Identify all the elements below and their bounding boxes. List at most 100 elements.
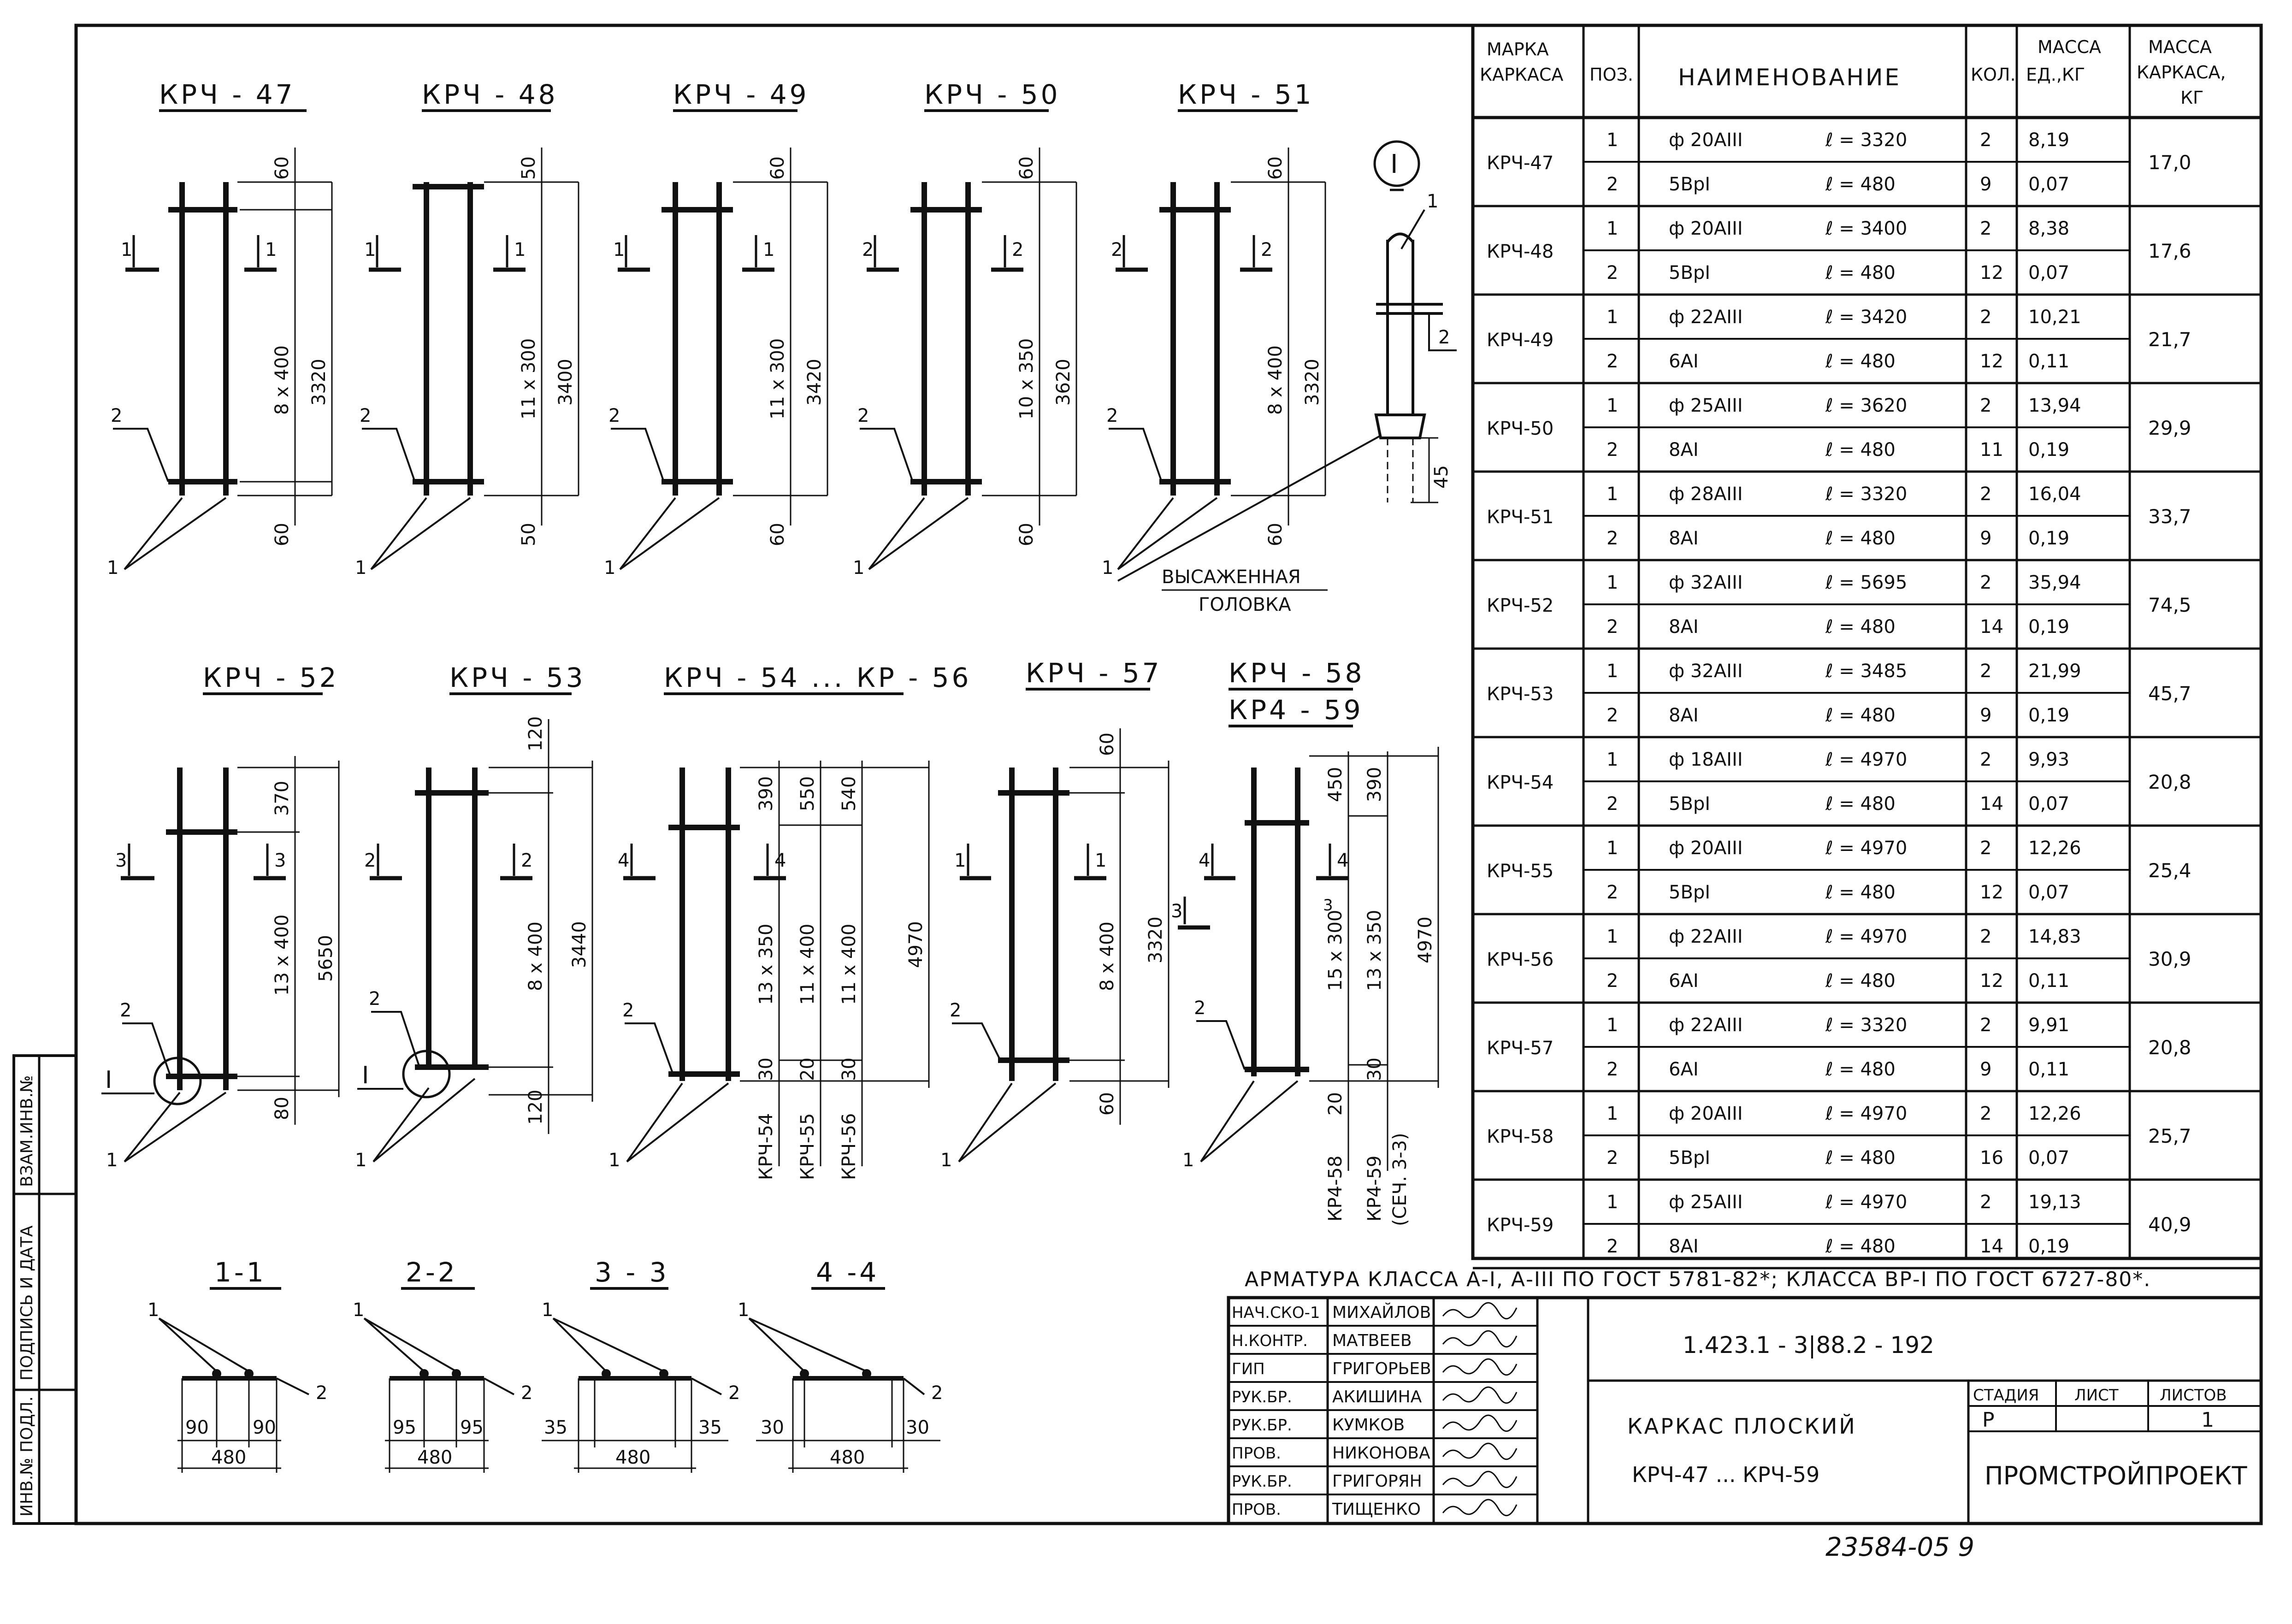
spec-pos: 1 — [1607, 1015, 1618, 1036]
spec-qty: 12 — [1980, 262, 2003, 283]
frame-krch-54-56: КРЧ - 54 ... КР - 56 390 550 540 13 x 35… — [608, 662, 969, 1180]
frame-mark: КРЧ - 53 — [449, 662, 586, 693]
section-mark-left: 1 — [954, 850, 966, 871]
spec-unit-mass: 0,19 — [2028, 616, 2069, 638]
spec-qty: 16 — [1980, 1147, 2003, 1169]
spec-pos: 2 — [1607, 705, 1618, 726]
frame-krch-48: КРЧ - 48 50 11 x 300 3400 50 1 1 2 1 — [355, 79, 579, 579]
spec-table: МАРКА КАРКАСА ПОЗ. НАИМЕНОВАНИЕ КОЛ. МАС… — [1471, 24, 2263, 1270]
dim-total: 4970 — [905, 921, 927, 968]
section-dim-right: 35 — [698, 1417, 722, 1438]
pos-label-1: 1 — [107, 557, 118, 579]
hdr-mark-1: МАРКА — [1487, 39, 1549, 59]
hdr-mass-frame-2: КАРКАСА, — [2137, 62, 2226, 83]
spec-mark: КРЧ-55 — [1487, 861, 1554, 882]
detail-mark: I — [1390, 149, 1398, 179]
stage-value: Р — [1982, 1408, 1995, 1432]
spec-mark: КРЧ-49 — [1487, 330, 1554, 351]
dim-top: 60 — [1016, 156, 1037, 180]
spec-unit-mass: 0,11 — [2028, 351, 2069, 372]
spec-length: ℓ = 480 — [1825, 882, 1896, 903]
hdr-qty: КОЛ. — [1971, 65, 2016, 85]
spec-length: ℓ = 3320 — [1825, 1015, 1907, 1036]
section-mark-right: 4 — [1337, 850, 1348, 871]
pos-label-2: 2 — [369, 988, 380, 1010]
spec-length: ℓ = 480 — [1825, 1147, 1896, 1169]
spec-unit-mass: 0,19 — [2028, 439, 2069, 461]
frame-mark: КРЧ - 52 — [203, 662, 339, 693]
signer-name: ТИЩЕНКО — [1332, 1500, 1421, 1519]
signer-role: ПРОВ. — [1232, 1500, 1281, 1519]
section-dim-right: 30 — [906, 1417, 929, 1438]
sheet-label: ЛИСТ — [2074, 1386, 2119, 1405]
section-mark-left: 1 — [613, 239, 625, 260]
pos-label-1: 1 — [355, 557, 366, 579]
section-mark-right: 2 — [1012, 239, 1023, 260]
sub-label-54: КРЧ-54 — [756, 1113, 777, 1180]
spec-bar: ф 25АIII — [1669, 1192, 1743, 1213]
signer-role: РУК.БР. — [1232, 1416, 1292, 1435]
dim-total: 5650 — [315, 935, 337, 982]
spec-qty: 9 — [1980, 1059, 1991, 1080]
dim-mid: 10 x 350 — [1016, 338, 1037, 419]
section-mark-left: 3 — [115, 850, 127, 871]
spec-qty: 2 — [1980, 130, 1991, 151]
dim-bot: 60 — [272, 523, 293, 546]
section-dim-total: 480 — [211, 1447, 246, 1468]
sheets-value: 1 — [2201, 1408, 2214, 1432]
frame-mark: КРЧ - 57 — [1026, 657, 1162, 689]
signature — [1442, 1499, 1518, 1517]
pos-label-2: 2 — [608, 405, 620, 426]
pos-1: 1 — [148, 1299, 159, 1321]
dim-top-54: 390 — [756, 776, 777, 811]
dim-top: 50 — [518, 156, 539, 180]
spec-unit-mass: 0,19 — [2028, 528, 2069, 549]
spec-qty: 2 — [1980, 661, 1991, 682]
dim-bot-54: 30 — [756, 1057, 777, 1081]
section-3-3: 3 - 3 1 2 35 35 480 — [542, 1257, 740, 1473]
sections: 1-1 1 2 90 90 480 2-2 1 — [148, 1257, 943, 1473]
sub-label-58: КР4-58 — [1325, 1156, 1346, 1222]
spec-mark: КРЧ-57 — [1487, 1038, 1554, 1059]
pos-label-2: 2 — [111, 405, 122, 426]
dim-top: 60 — [767, 156, 788, 180]
spec-qty: 11 — [1980, 439, 2003, 461]
spec-qty: 9 — [1980, 528, 1991, 549]
spec-pos: 1 — [1607, 1103, 1618, 1124]
spec-mark: КРЧ-56 — [1487, 949, 1554, 970]
dim-mid-55: 11 x 400 — [797, 924, 818, 1005]
spec-length: ℓ = 480 — [1825, 1059, 1896, 1080]
dim-total: 3440 — [569, 921, 590, 968]
spec-bar: ф 18АIII — [1669, 749, 1743, 770]
spec-length: ℓ = 480 — [1825, 705, 1896, 726]
spec-length: ℓ = 480 — [1825, 351, 1896, 372]
pos-1: 1 — [353, 1299, 364, 1321]
dim-bot: 60 — [767, 523, 788, 546]
dim-top: 120 — [525, 716, 546, 751]
section-dim-left: 90 — [185, 1417, 209, 1438]
detail-ref: I — [105, 1066, 112, 1094]
material-note: АРМАТУРА КЛАССА А-I, А-III ПО ГОСТ 5781-… — [1245, 1268, 2151, 1291]
pos-label-2: 2 — [120, 1000, 131, 1021]
spec-length: ℓ = 4970 — [1825, 1192, 1907, 1213]
spec-bar: 5ВрI — [1669, 174, 1710, 195]
spec-pos: 2 — [1607, 528, 1618, 549]
spec-bar: 5ВрI — [1669, 1147, 1710, 1169]
spec-qty: 2 — [1980, 1015, 1991, 1036]
spec-mark: КРЧ-53 — [1487, 684, 1554, 705]
spec-unit-mass: 0,07 — [2028, 793, 2069, 815]
pos-2: 2 — [728, 1382, 740, 1404]
spec-frame-mass: 29,9 — [2148, 417, 2192, 439]
detail-pos-1: 1 — [1427, 191, 1438, 212]
spec-length: ℓ = 480 — [1825, 970, 1896, 992]
section-mark-right: 3 — [274, 850, 286, 871]
dim-total: 3320 — [308, 359, 330, 406]
bottom-frames: КРЧ - 52 370 13 x 400 5650 80 3 3 I — [101, 657, 1439, 1226]
dim-bot-59: 30 — [1364, 1057, 1385, 1081]
spec-unit-mass: 12,26 — [2028, 838, 2081, 859]
spec-pos: 1 — [1607, 572, 1618, 593]
frame-krch-57: КРЧ - 57 60 8 x 400 3320 60 1 1 2 1 — [940, 657, 1170, 1171]
detail-caption-1: ВЫСАЖЕННАЯ — [1162, 567, 1301, 588]
